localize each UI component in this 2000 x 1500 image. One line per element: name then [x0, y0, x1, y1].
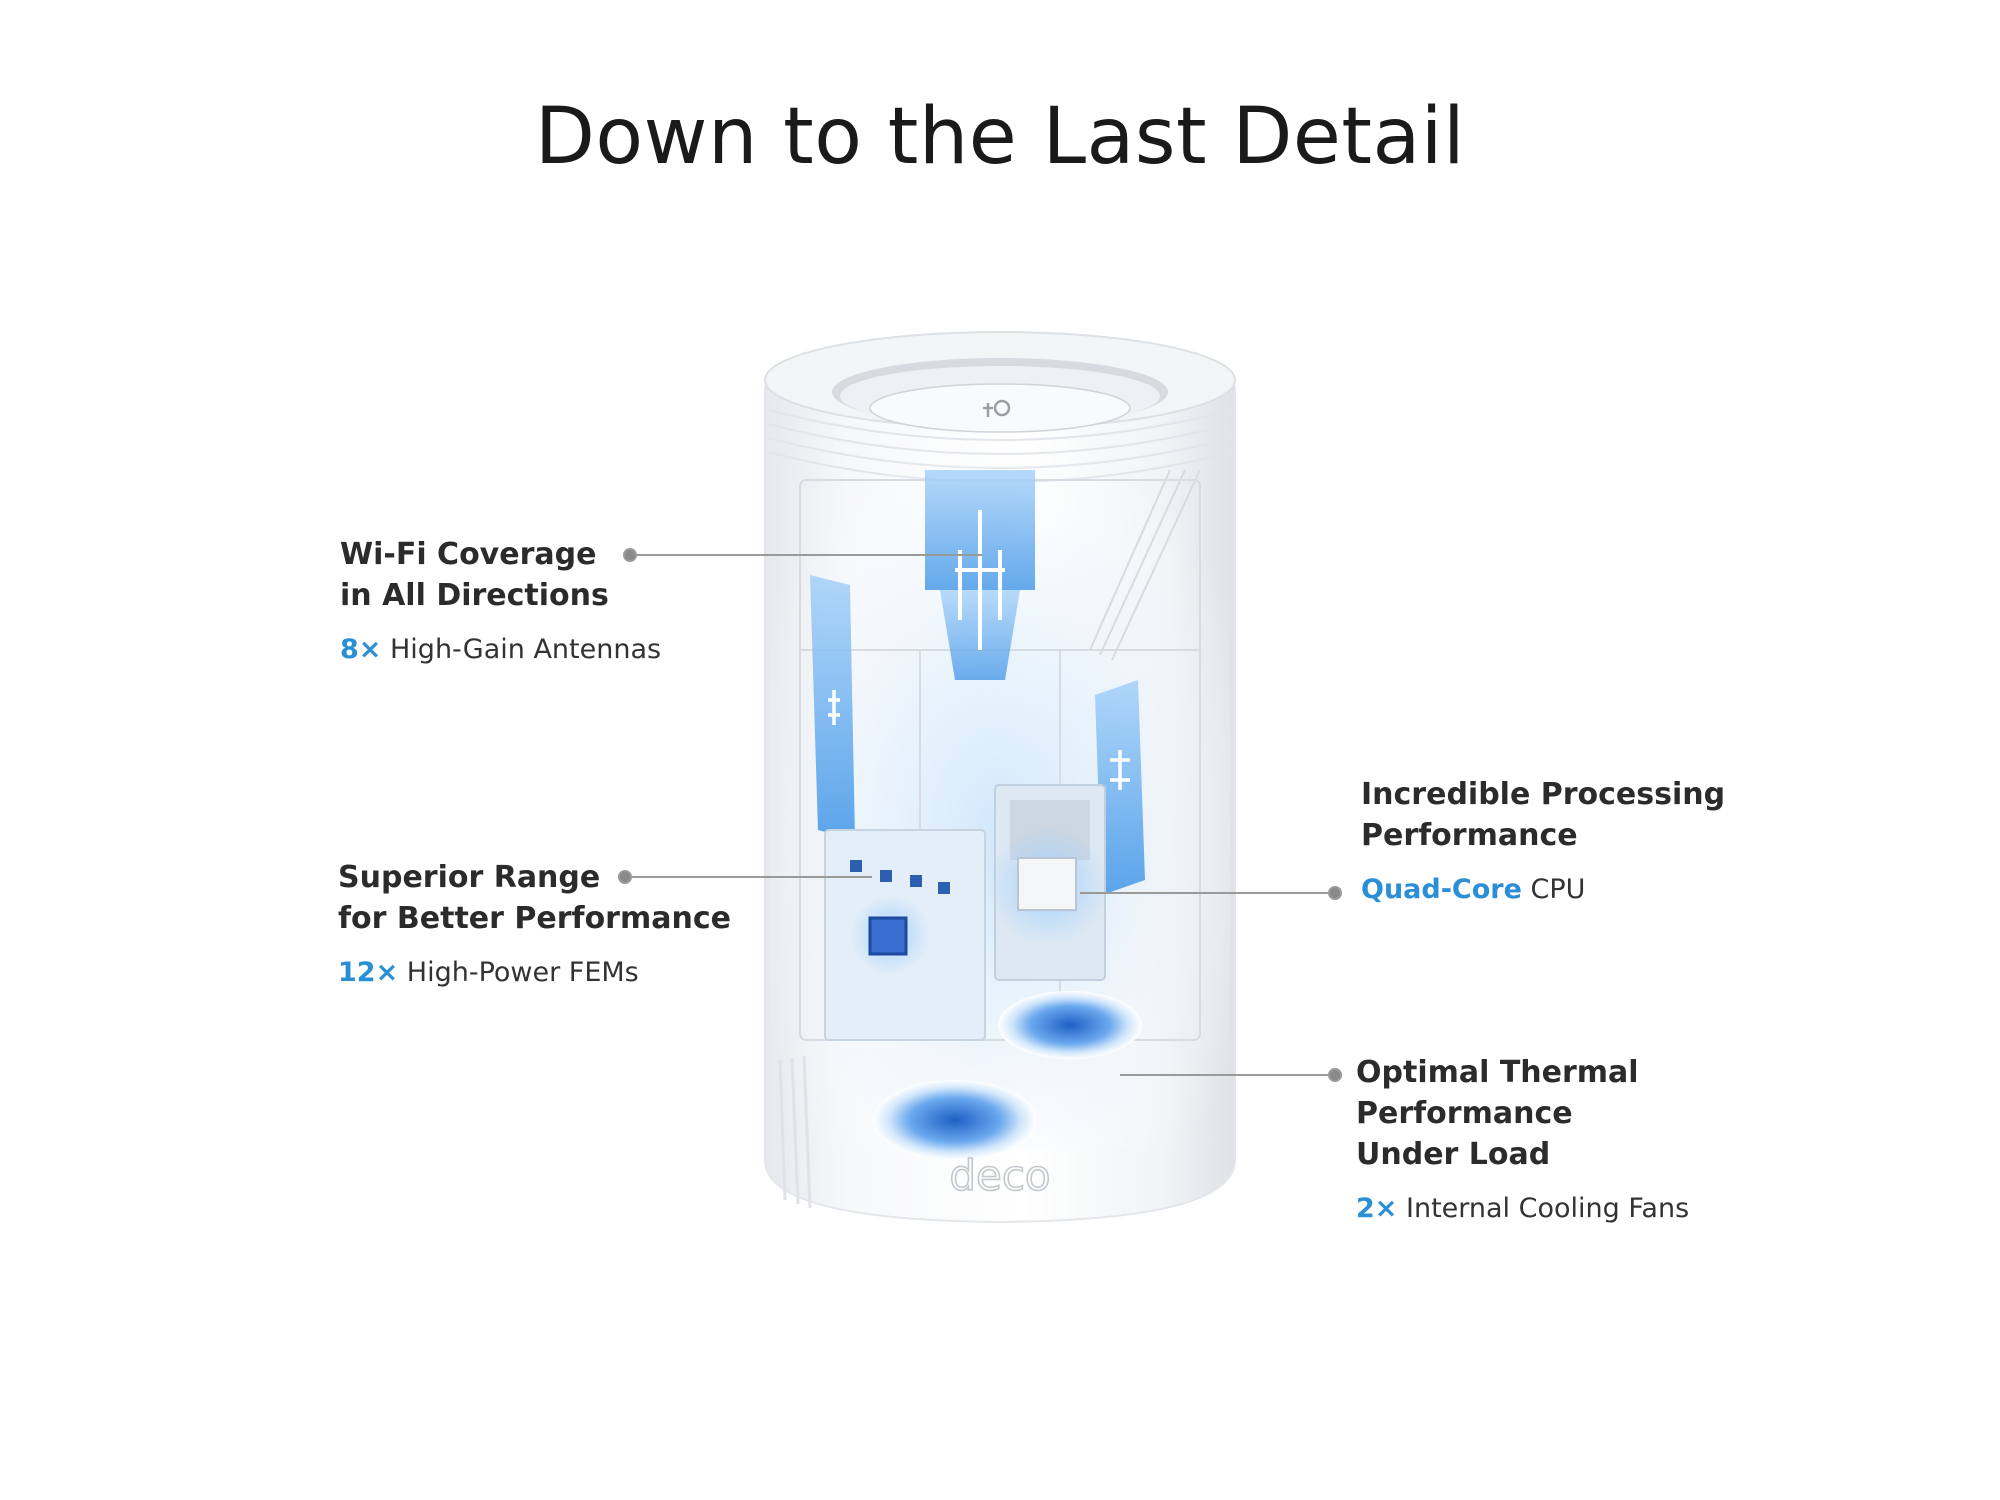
thermal-title-line-1: Optimal Thermal	[1356, 1055, 1639, 1090]
deco-router-illustration: deco	[764, 331, 1236, 1224]
thermal-spec: 2× Internal Cooling Fans	[1356, 1193, 1689, 1224]
thermal-title-line-3: Under Load	[1356, 1137, 1551, 1172]
top-antenna-icon	[925, 470, 1035, 680]
wifi-spec-text: High-Gain Antennas	[381, 634, 662, 665]
cpu-spec: Quad-Core CPU	[1361, 874, 1725, 905]
cpu-board	[988, 784, 1108, 981]
processing-performance-callout: Incredible Processing Performance Quad-C…	[1361, 774, 1725, 905]
deco-brand-mark: deco	[949, 1151, 1050, 1200]
lower-fan-icon	[873, 1080, 1037, 1160]
range-spec-text: High-Power FEMs	[398, 957, 639, 988]
wifi-spec: 8× High-Gain Antennas	[340, 634, 661, 665]
cpu-spec-text: CPU	[1521, 874, 1586, 905]
cpu-leader-dot	[1328, 886, 1342, 900]
wifi-coverage-callout: Wi-Fi Coverage in All Directions 8× High…	[340, 534, 661, 665]
cpu-title-line-1: Incredible Processing	[1361, 777, 1726, 812]
wifi-title-line-1: Wi-Fi Coverage	[340, 537, 597, 572]
thermal-performance-callout: Optimal Thermal Performance Under Load 2…	[1356, 1052, 1689, 1224]
thermal-title-line-2: Performance	[1356, 1096, 1573, 1131]
page-title: Down to the Last Detail	[534, 92, 1466, 182]
range-spec-count: 12×	[338, 957, 399, 988]
cpu-spec-cores: Quad-Core	[1361, 874, 1522, 905]
left-antenna-icon	[810, 575, 855, 840]
upper-fan-icon	[998, 991, 1142, 1059]
thermal-callout-title: Optimal Thermal Performance Under Load	[1356, 1052, 1689, 1175]
thermal-leader-dot	[1328, 1068, 1342, 1082]
wifi-callout-title: Wi-Fi Coverage in All Directions	[340, 534, 661, 616]
cpu-callout-title: Incredible Processing Performance	[1361, 774, 1725, 856]
tp-logo-icon	[983, 399, 1011, 417]
superior-range-callout: Superior Range for Better Performance 12…	[338, 857, 731, 988]
wifi-title-line-2: in All Directions	[340, 578, 609, 613]
thermal-spec-text: Internal Cooling Fans	[1397, 1193, 1690, 1224]
cpu-title-line-2: Performance	[1361, 818, 1578, 853]
fem-board	[824, 829, 986, 1041]
right-antenna-icon	[1095, 680, 1145, 895]
thermal-spec-count: 2×	[1356, 1193, 1398, 1224]
range-spec: 12× High-Power FEMs	[338, 957, 731, 988]
range-title-line-2: for Better Performance	[338, 901, 731, 936]
range-title-line-1: Superior Range	[338, 860, 601, 895]
wifi-spec-count: 8×	[340, 634, 382, 665]
range-callout-title: Superior Range for Better Performance	[338, 857, 731, 939]
